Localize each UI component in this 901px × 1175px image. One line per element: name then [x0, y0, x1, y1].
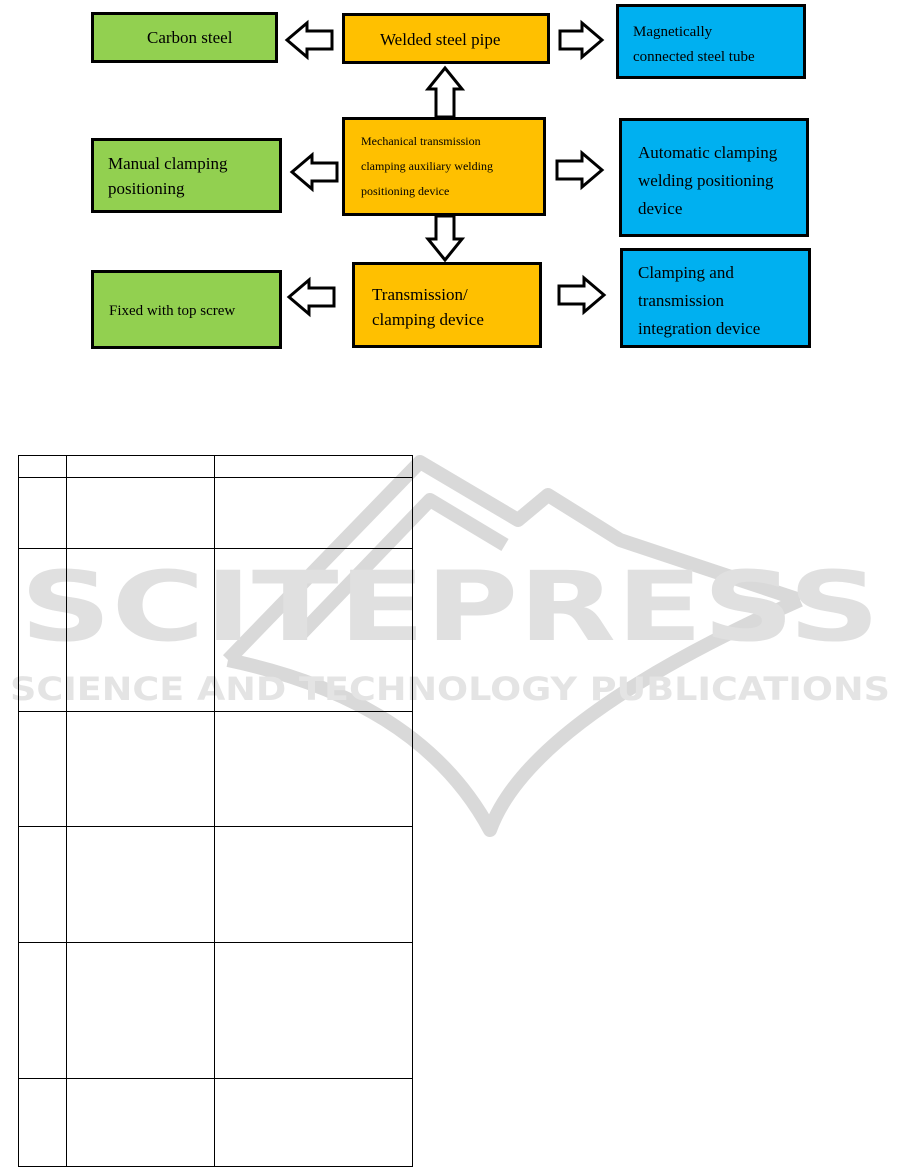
node-automatic-clamping: Automatic clamping welding positioning d… — [619, 118, 809, 237]
arrow-left-icon — [289, 151, 339, 193]
table-row — [18, 826, 413, 943]
node-top-screw: Fixed with top screw — [91, 270, 282, 349]
arrow-right-icon — [557, 274, 607, 316]
arrow-up-icon — [424, 65, 466, 119]
arrow-down-icon — [424, 214, 466, 263]
node-integration-device: Clamping and transmission integration de… — [620, 248, 811, 348]
arrow-left-icon — [286, 276, 336, 318]
node-welded-steel-pipe: Welded steel pipe — [342, 13, 550, 64]
node-mechanical-device: Mechanical transmission clamping auxilia… — [342, 117, 546, 216]
table-row — [18, 711, 413, 827]
table-row — [18, 1078, 413, 1167]
node-magnetic-tube: Magnetically connected steel tube — [616, 4, 806, 79]
table-row — [18, 548, 413, 712]
node-manual-clamping: Manual clamping positioning — [91, 138, 282, 213]
arrow-right-icon — [558, 19, 605, 61]
table-row — [18, 477, 413, 549]
table-row — [18, 942, 413, 1079]
diagram-arrows — [284, 19, 607, 318]
arrow-left-icon — [284, 19, 334, 61]
node-transmission-clamping: Transmission/ clamping device — [352, 262, 542, 348]
arrow-right-icon — [555, 149, 605, 191]
node-carbon-steel: Carbon steel — [91, 12, 278, 63]
table-header-row — [18, 455, 413, 478]
empty-table — [18, 455, 413, 1167]
